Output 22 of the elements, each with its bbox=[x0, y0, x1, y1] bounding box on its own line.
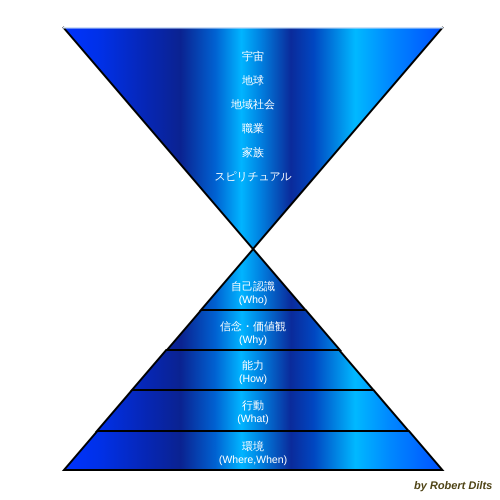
level-label: 地球 bbox=[242, 74, 264, 88]
level-label: 家族 bbox=[242, 146, 264, 160]
level-label: 自己認識 bbox=[230, 281, 275, 294]
level-label: 宇宙 bbox=[242, 50, 264, 64]
level-label: 環境 bbox=[242, 441, 264, 454]
question-label: (Who) bbox=[238, 294, 268, 306]
pyramid-band bbox=[95, 389, 411, 432]
level-label: 信念・価値観 bbox=[220, 321, 286, 334]
credit-text: by Robert Dilts bbox=[414, 480, 492, 493]
question-label: (Why) bbox=[238, 334, 267, 346]
pyramid-band bbox=[62, 430, 444, 471]
level-label: 職業 bbox=[242, 122, 264, 136]
question-label: (Where,When) bbox=[218, 454, 288, 466]
pyramid-band bbox=[164, 309, 342, 351]
level-label: スピリチュアル bbox=[214, 170, 292, 184]
level-label: 地域社会 bbox=[231, 98, 275, 112]
level-label: 行動 bbox=[242, 400, 264, 413]
pyramid-band bbox=[130, 349, 376, 391]
question-label: (How) bbox=[238, 373, 267, 385]
level-label: 能力 bbox=[242, 360, 264, 373]
inverted-triangle bbox=[61, 26, 445, 250]
question-label: (What) bbox=[237, 413, 269, 425]
